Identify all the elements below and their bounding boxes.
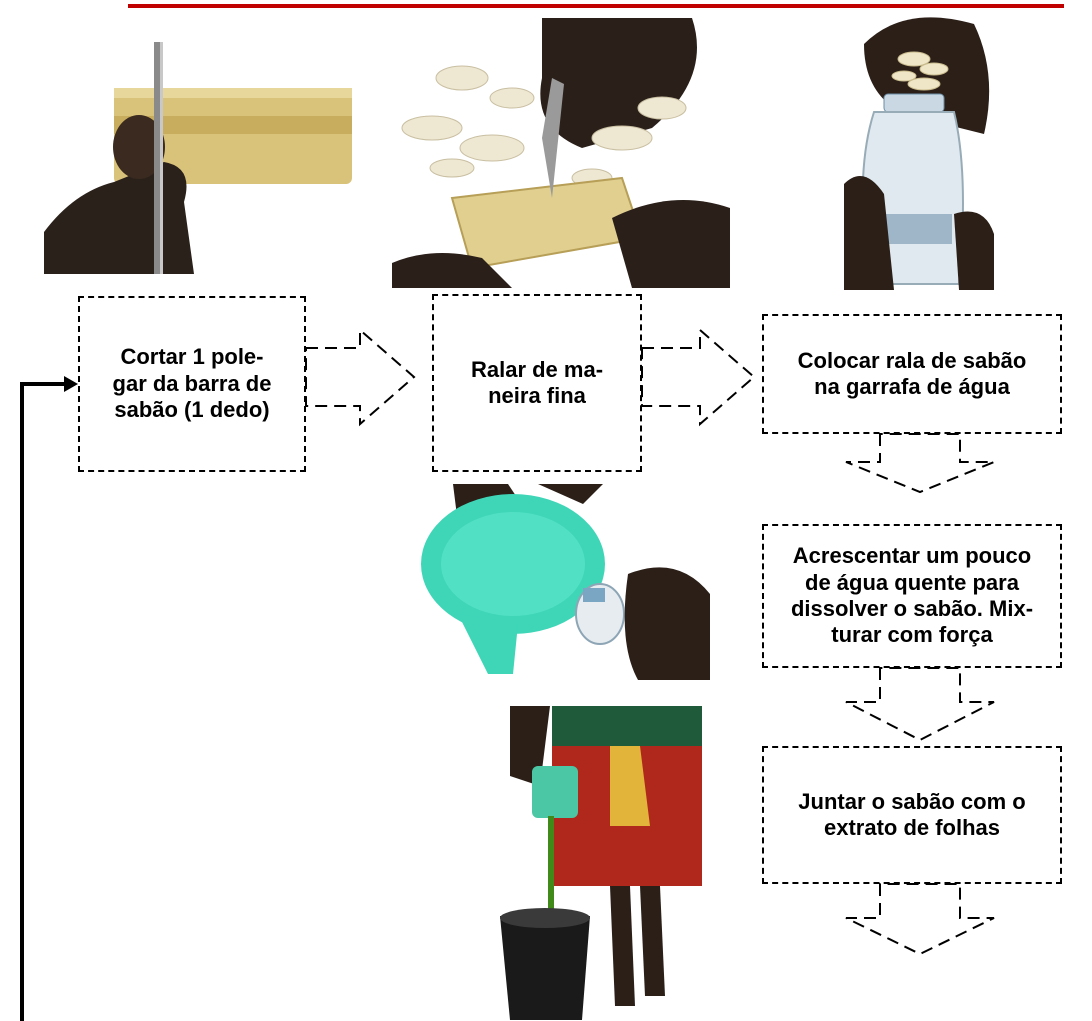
photo-cutting-soap-bar <box>44 42 352 274</box>
step-box-fill-bottle: Colocar rala de sabão na garrafa de água <box>762 314 1062 434</box>
top-rule <box>128 4 1064 8</box>
step-text-mix-extract: Juntar o sabão com o extrato de folhas <box>798 788 1026 840</box>
arrow-down-3 <box>845 883 995 956</box>
photo-pouring-hot-water <box>421 484 710 680</box>
step-text-dissolve-soap: Acrescentar um pouco de água quente para… <box>790 543 1034 648</box>
arrow-down-2 <box>845 667 995 742</box>
arrow-right-1 <box>305 327 416 427</box>
arrow-down-1 <box>845 433 995 494</box>
photo-grating-soap <box>392 18 730 288</box>
loop-back-connector <box>20 382 70 1021</box>
step-box-dissolve-soap: Acrescentar um pouco de água quente para… <box>762 524 1062 668</box>
step-box-cut-soap: Cortar 1 pole- gar da barra de sabão (1 … <box>78 296 306 472</box>
arrow-right-2 <box>641 327 756 427</box>
photo-pouring-into-bucket <box>500 706 702 1020</box>
step-text-fill-bottle: Colocar rala de sabão na garrafa de água <box>797 347 1027 399</box>
step-box-grate-soap: Ralar de ma- neira fina <box>432 294 642 472</box>
photo-filling-bottle <box>844 17 994 290</box>
loop-back-arrowhead <box>64 376 78 392</box>
step-text-grate-soap: Ralar de ma- neira fina <box>470 356 604 408</box>
step-text-cut-soap: Cortar 1 pole- gar da barra de sabão (1 … <box>112 344 272 423</box>
step-box-mix-extract: Juntar o sabão com o extrato de folhas <box>762 746 1062 884</box>
